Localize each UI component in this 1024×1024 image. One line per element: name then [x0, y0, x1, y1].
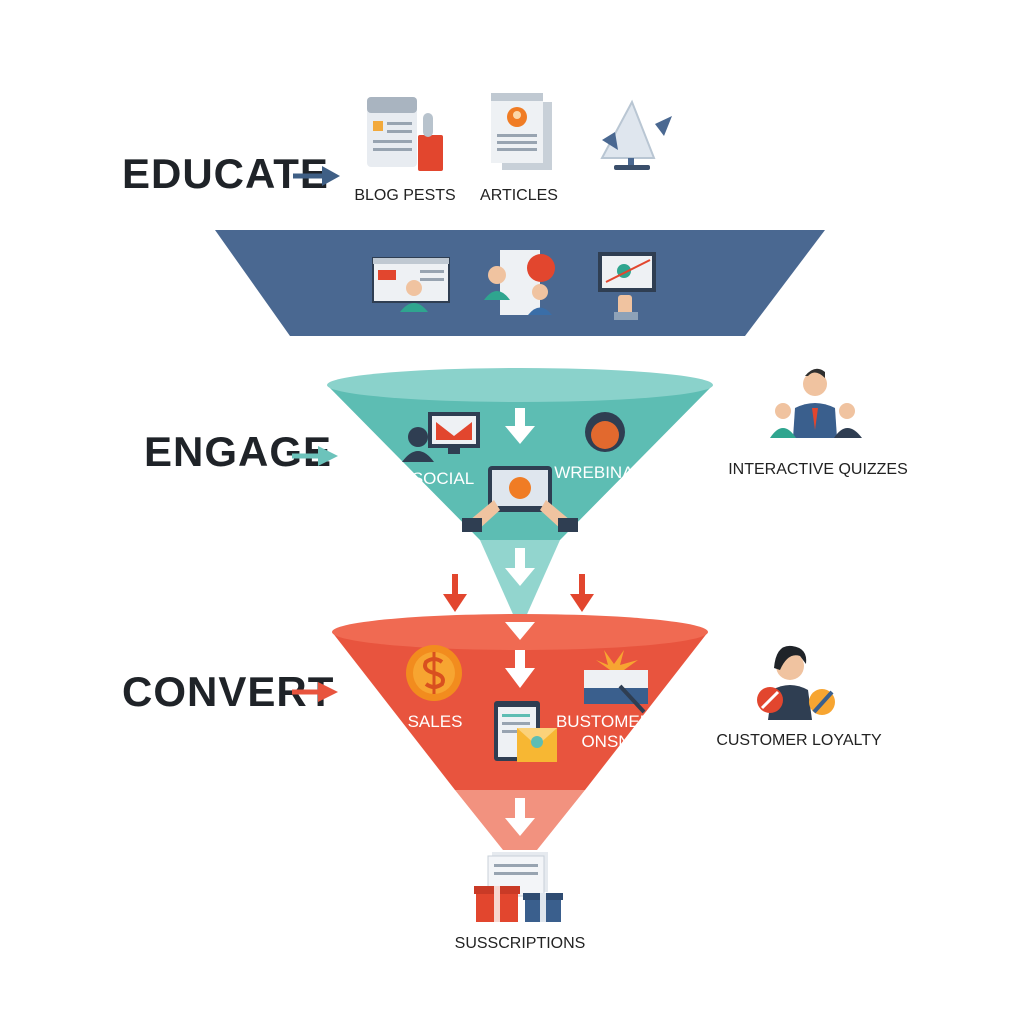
- arrow-down-icon: [505, 408, 535, 444]
- arrow-down-icon: [505, 622, 535, 640]
- side-label-interactive-quizzes: INTERACTIVE QUIZZES: [728, 461, 908, 478]
- tablet-email-icon: [462, 466, 578, 532]
- customer-loyalty-person-icon: [757, 645, 835, 720]
- arrow-down-icon: [443, 574, 467, 612]
- item-label-blog-posts: BLOG PESTS: [354, 187, 455, 204]
- arrow-down-icon: [505, 650, 535, 688]
- arrow-right-icon: [293, 166, 340, 186]
- arrow-down-icon: [570, 574, 594, 612]
- dollar-coin-icon: [406, 645, 462, 701]
- webpage-person-icon: [372, 257, 450, 312]
- item-label-customer: BUSTOMER: [556, 712, 652, 731]
- webinar-headset-icon: [585, 412, 625, 452]
- output-label-subscriptions: SUSSCRIPTIONS: [455, 935, 586, 952]
- engage-funnel-rim: [327, 368, 713, 402]
- item-label-articles: ARTICLES: [480, 187, 558, 204]
- stage-label-engage: ENGAGE: [144, 428, 332, 475]
- team-people-icon: [770, 368, 862, 438]
- presentation-screen-icon: [598, 252, 656, 320]
- blog-post-icon: [367, 97, 443, 171]
- side-label-customer-loyalty: CUSTOMER LOYALTY: [716, 732, 882, 749]
- arrow-right-icon: [292, 446, 338, 466]
- article-icon: [491, 93, 552, 170]
- arrow-right-icon: [292, 682, 338, 702]
- trophy-award-icon: [600, 99, 672, 170]
- customer-service-tool-icon: [584, 650, 648, 714]
- chat-people-icon: [484, 250, 555, 315]
- arrow-down-icon: [505, 548, 535, 586]
- subscription-gifts-icon: [474, 852, 563, 922]
- document-email-icon: [494, 701, 557, 762]
- item-label-webinar: WREBINAR: [554, 463, 646, 482]
- item-label-onsn: ONSN: [581, 732, 630, 751]
- email-monitor-icon: [428, 412, 480, 454]
- social-user-icon: [402, 427, 434, 462]
- arrow-down-icon: [505, 798, 535, 836]
- item-label-sales: SALES: [408, 712, 463, 731]
- item-label-social: SOCIAL: [412, 469, 474, 488]
